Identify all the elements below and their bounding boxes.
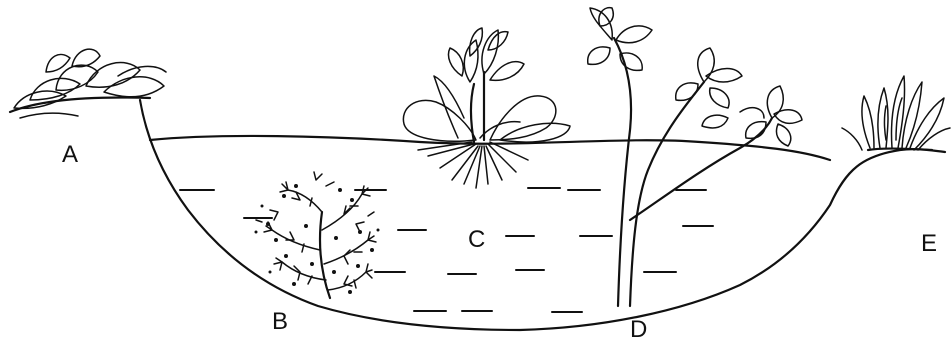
plant-a-rosette bbox=[10, 49, 166, 118]
label-d: D bbox=[630, 318, 647, 342]
pond-basin-outline bbox=[140, 100, 945, 330]
plant-e-bank-grass bbox=[842, 76, 950, 150]
label-b: B bbox=[272, 310, 288, 334]
label-a: A bbox=[62, 143, 78, 167]
plant-d-emergent bbox=[588, 8, 802, 306]
label-e: E bbox=[921, 232, 937, 256]
label-c: C bbox=[468, 228, 485, 252]
plant-c-floating bbox=[403, 28, 570, 188]
